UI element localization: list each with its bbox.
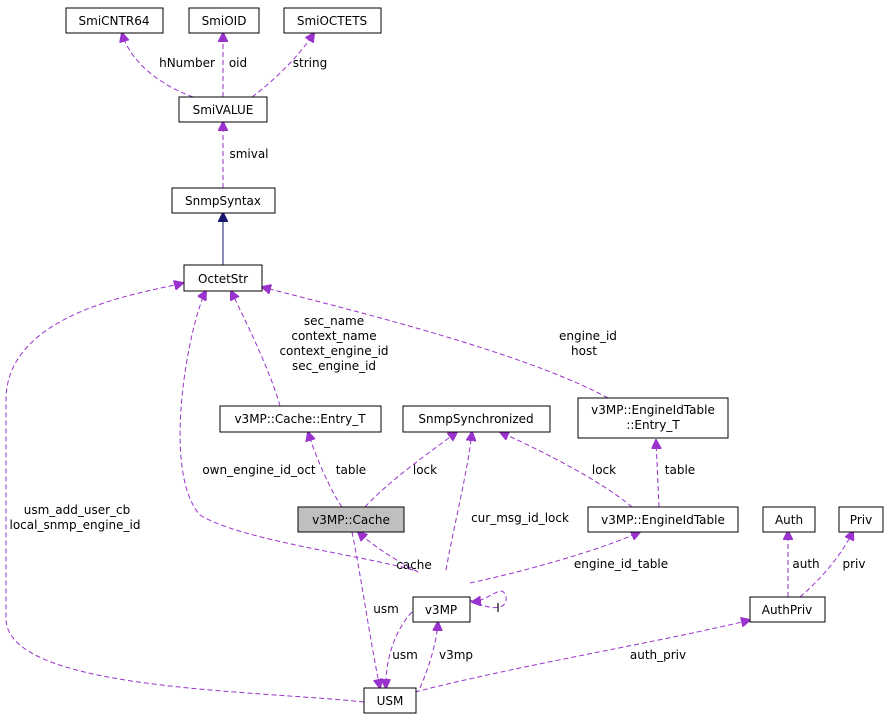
label-sec-name: sec_name [304,314,364,328]
label-usm-v3mp: usm [392,648,418,662]
node-smivalue[interactable]: SmiVALUE [178,96,268,123]
node-octetstr-label: OctetStr [198,272,248,286]
label-string: string [293,56,327,70]
edge-lock-cache [364,432,457,508]
edge-auth-priv [414,620,750,693]
label-context-engine-id: context_engine_id [279,344,388,358]
node-auth[interactable]: Auth [762,506,816,533]
node-engineid-entry-label-1: v3MP::EngineIdTable [591,403,715,417]
label-sec-engine-id: sec_engine_id [292,359,376,373]
label-own-engine-id-oct: own_engine_id_oct [202,463,316,477]
edges [5,33,853,703]
label-cur-msg-id-lock: cur_msg_id_lock [471,511,569,525]
node-engineid-entry-label-2: ::Entry_T [626,418,680,432]
node-smioid[interactable]: SmiOID [188,7,260,34]
node-cache-label: v3MP::Cache [312,513,390,527]
node-smivalue-label: SmiVALUE [193,103,254,117]
edge-engine-host [262,287,609,399]
edge-usm-cache [351,531,380,688]
edge-self-loop [469,590,507,609]
label-host: host [571,344,597,358]
node-cache-entry-label: v3MP::Cache::Entry_T [234,412,366,426]
node-auth-label: Auth [775,513,803,527]
node-v3mp[interactable]: v3MP [412,596,471,623]
edge-table-cache [308,432,343,508]
edge-labels: hNumber oid string smival sec_name conte… [9,56,865,662]
edge-usm-octetstr [5,283,365,703]
edge-octet-members [231,291,281,407]
node-smioctets[interactable]: SmiOCTETS [283,7,382,34]
edge-cache [358,532,419,573]
node-snmpsynchronized[interactable]: SnmpSynchronized [402,405,551,433]
node-octetstr[interactable]: OctetStr [183,264,263,292]
label-self-loop: I [496,601,500,615]
label-hnumber: hNumber [159,56,215,70]
node-priv[interactable]: Priv [838,506,884,533]
label-lock-engine: lock [592,463,616,477]
label-auth: auth [792,557,819,571]
node-snmpsyntax[interactable]: SnmpSyntax [171,187,276,214]
node-snmpsyntax-label: SnmpSyntax [185,194,261,208]
node-authpriv[interactable]: AuthPriv [749,596,826,623]
label-table-engine: table [665,463,695,477]
edge-table-engine [656,440,659,508]
node-usm-label: USM [377,694,404,708]
node-smioid-label: SmiOID [202,14,247,28]
node-authpriv-label: AuthPriv [762,603,813,617]
edge-lock-engine [500,432,633,508]
label-local-snmp-engine-id: local_snmp_engine_id [9,518,140,532]
node-engineid-entry[interactable]: v3MP::EngineIdTable ::Entry_T [577,397,729,439]
node-v3mp-label: v3MP [425,603,457,617]
node-cache[interactable]: v3MP::Cache [297,506,405,533]
node-engineidtable-label: v3MP::EngineIdTable [601,513,725,527]
node-usm[interactable]: USM [363,687,417,714]
edge-own-engine-id-oct [179,291,414,571]
edge-hnumber [122,33,194,98]
label-smival: smival [229,147,268,161]
label-engine-id: engine_id [559,329,617,343]
edge-v3mp [419,622,438,689]
node-smicntr64[interactable]: SmiCNTR64 [65,7,164,34]
edge-engine-id-table [469,532,640,584]
label-engine-id-table: engine_id_table [574,557,668,571]
node-engineidtable[interactable]: v3MP::EngineIdTable [587,506,739,533]
label-usm-cache: usm [373,602,399,616]
node-cache-entry[interactable]: v3MP::Cache::Entry_T [219,405,382,433]
node-smioctets-label: SmiOCTETS [297,14,367,28]
label-usm-add-user-cb: usm_add_user_cb [24,503,131,517]
node-priv-label: Priv [850,513,872,527]
node-smicntr64-label: SmiCNTR64 [79,14,150,28]
edge-usm-v3mp [386,611,413,688]
edge-string [251,33,314,98]
edge-cur-msg-id-lock [445,432,472,571]
label-cache: cache [396,558,432,572]
label-auth-priv: auth_priv [630,648,686,662]
label-priv: priv [843,557,866,571]
label-table-cache: table [336,463,366,477]
edge-priv [799,531,853,598]
label-context-name: context_name [291,329,376,343]
label-v3mp: v3mp [439,648,473,662]
node-snmpsynchronized-label: SnmpSynchronized [418,412,533,426]
label-oid: oid [229,56,247,70]
label-lock-cache: lock [413,463,437,477]
